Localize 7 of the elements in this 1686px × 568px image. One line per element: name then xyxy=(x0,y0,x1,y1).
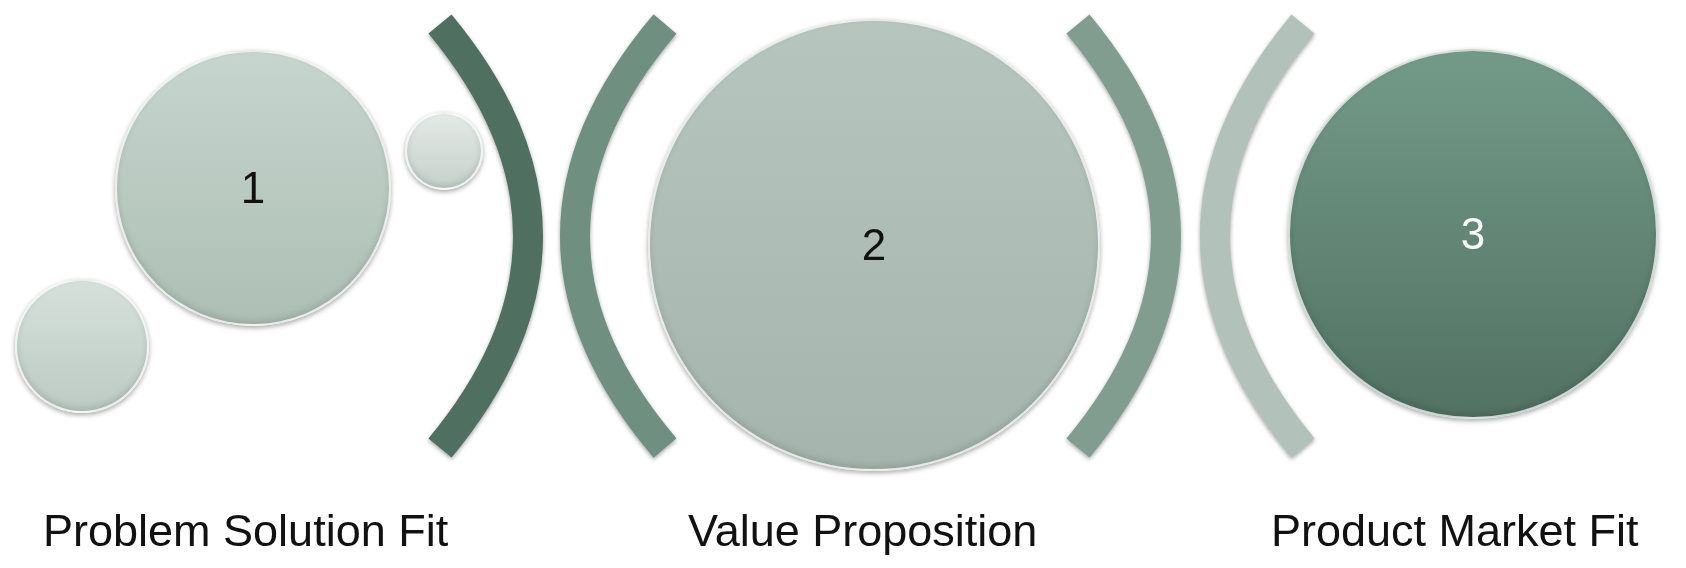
step-label: Product Market Fit xyxy=(1271,506,1639,556)
step-label: Problem Solution Fit xyxy=(43,506,449,556)
step-number: 3 xyxy=(1460,212,1486,256)
step-number: 2 xyxy=(861,223,887,267)
circle-shape xyxy=(405,112,483,190)
step-label: Value Proposition xyxy=(688,506,1038,556)
step-number: 1 xyxy=(240,166,266,210)
